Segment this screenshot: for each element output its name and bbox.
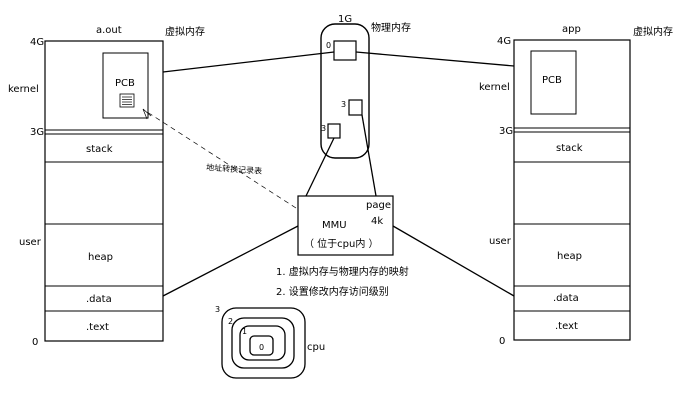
cpu-ring-0-label: 0 xyxy=(259,343,264,352)
physical-page-block-zero xyxy=(333,40,357,61)
cpu-ring-1 xyxy=(239,325,286,361)
left-space-title: a.out xyxy=(96,25,122,36)
right-label-4g: 4G xyxy=(497,36,511,47)
physical-size-label: 1G xyxy=(338,14,352,25)
right-label-kernel: kernel xyxy=(479,82,510,93)
right-label-zero: 0 xyxy=(499,336,505,347)
right-pcb-label: PCB xyxy=(542,75,562,86)
right-segment-data: .data xyxy=(553,293,579,304)
physical-page-block-three-a xyxy=(348,99,363,116)
left-pcb-label: PCB xyxy=(115,78,135,89)
mmu-location: （ 位于cpu内 ） xyxy=(304,237,379,250)
mmu-page-size: 4k xyxy=(371,216,383,227)
physical-memory-title: 物理内存 xyxy=(371,21,411,34)
left-virtual-space: a.out 虚拟内存 4G kernel 3G user 0 PCB stack… xyxy=(8,25,205,348)
cpu-ring-3-label: 3 xyxy=(215,305,220,314)
left-segment-text: .text xyxy=(86,322,109,333)
document-icon xyxy=(119,93,135,108)
right-pcb-box xyxy=(530,50,577,115)
cpu-ring-1-label: 1 xyxy=(242,327,247,336)
mmu-to-right-data-line xyxy=(392,225,515,297)
cpu-ring-3 xyxy=(221,307,306,379)
right-segment-text: .text xyxy=(555,321,578,332)
translation-table-dashed-line xyxy=(143,109,297,209)
right-label-3g: 3G xyxy=(499,126,513,137)
arrow-head-icon xyxy=(142,108,152,120)
cpu-privilege-rings: 3 2 1 0 cpu xyxy=(215,305,325,379)
left-label-user: user xyxy=(19,237,42,248)
mapping-lines xyxy=(142,51,515,297)
physical-marker-zero: 0 xyxy=(326,41,331,50)
mmu-name: MMU xyxy=(322,220,347,231)
translation-table-label: 地址转换记录表 xyxy=(206,162,263,176)
cpu-ring-0 xyxy=(249,335,274,356)
cpu-ring-2-label: 2 xyxy=(228,317,233,326)
right-label-user: user xyxy=(489,236,512,247)
left-label-3g: 3G xyxy=(30,127,44,138)
left-segment-data: .data xyxy=(86,294,112,305)
left-segment-heap: heap xyxy=(88,252,113,263)
left-kernel-to-physical-line xyxy=(162,51,335,73)
right-segment-heap: heap xyxy=(557,251,582,262)
cpu-ring-2 xyxy=(231,317,295,369)
physical-marker-three-b: 3 xyxy=(321,124,326,133)
physical-marker-three-a: 3 xyxy=(341,100,346,109)
left-virtual-memory-label: 虚拟内存 xyxy=(165,25,205,38)
note-access-level: 2. 设置修改内存访问级别 xyxy=(276,285,389,298)
right-segment-stack: stack xyxy=(556,143,583,154)
left-space-frame xyxy=(44,40,164,342)
right-virtual-space: app 虚拟内存 4G kernel 3G user 0 PCB stack h… xyxy=(479,24,673,347)
right-space-title: app xyxy=(562,24,581,35)
left-label-zero: 0 xyxy=(32,337,38,348)
left-data-to-mmu-line xyxy=(162,225,299,297)
right-virtual-memory-label: 虚拟内存 xyxy=(633,25,673,38)
mmu-page-label: page xyxy=(366,200,391,211)
left-label-kernel: kernel xyxy=(8,84,39,95)
physical-to-mmu-left-line xyxy=(305,137,335,197)
right-space-frame xyxy=(513,39,631,341)
physical-memory-frame xyxy=(320,23,370,159)
left-pcb-box xyxy=(102,52,149,119)
physical-to-mmu-right-line xyxy=(361,114,377,197)
mmu-box: page 4k MMU （ 位于cpu内 ） xyxy=(297,195,394,256)
left-segment-stack: stack xyxy=(86,144,113,155)
physical-memory: 1G 物理内存 0 3 3 xyxy=(320,14,411,159)
left-label-4g: 4G xyxy=(30,37,44,48)
physical-to-right-kernel-line xyxy=(355,51,515,67)
mmu-frame xyxy=(297,195,394,256)
note-mapping: 1. 虚拟内存与物理内存的映射 xyxy=(276,265,409,278)
physical-page-block-three-b xyxy=(327,123,341,139)
cpu-label: cpu xyxy=(307,342,325,353)
